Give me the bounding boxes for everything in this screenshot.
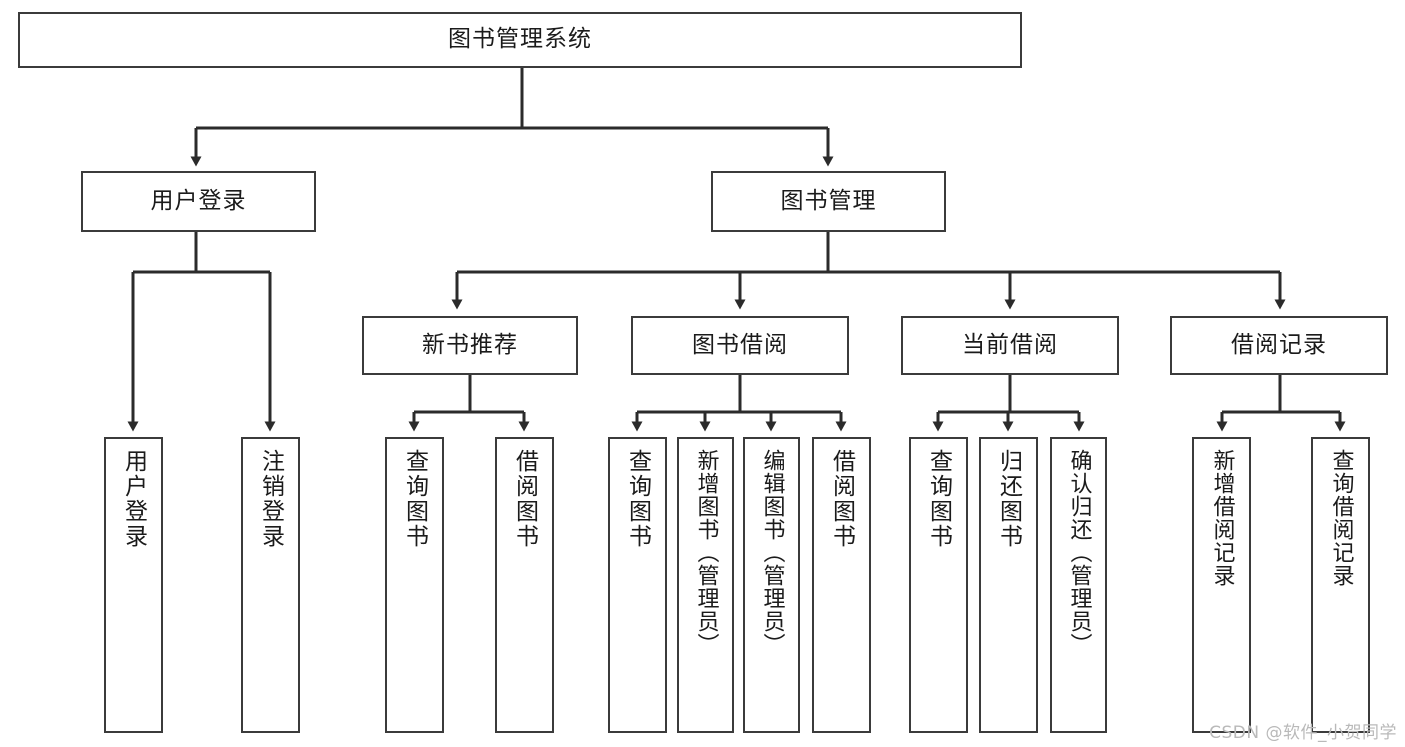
leaf-label: 查询图书 bbox=[401, 449, 428, 549]
leaf-borrow-record-add[interactable]: 新增借阅记录 bbox=[1192, 437, 1251, 733]
node-new-book-recommend-label: 新书推荐 bbox=[422, 331, 518, 358]
leaf-label: 确认归还（管理员） bbox=[1066, 449, 1092, 656]
leaf-label: 归还图书 bbox=[995, 449, 1022, 549]
leaf-label: 借阅图书 bbox=[511, 449, 538, 549]
node-book-borrow-label: 图书借阅 bbox=[692, 331, 788, 358]
node-new-book-recommend[interactable]: 新书推荐 bbox=[362, 316, 578, 375]
leaf-user-login-signin[interactable]: 用户登录 bbox=[104, 437, 163, 733]
leaf-borrow-record-query[interactable]: 查询借阅记录 bbox=[1311, 437, 1370, 733]
node-current-borrow-label: 当前借阅 bbox=[962, 331, 1058, 358]
leaf-label: 编辑图书（管理员） bbox=[759, 449, 785, 656]
node-user-login-label: 用户登录 bbox=[150, 187, 247, 214]
leaf-book-borrow-lend[interactable]: 借阅图书 bbox=[812, 437, 871, 733]
leaf-label: 借阅图书 bbox=[828, 449, 855, 549]
leaf-label: 查询借阅记录 bbox=[1328, 449, 1354, 587]
node-book-management[interactable]: 图书管理 bbox=[711, 171, 946, 232]
node-book-borrow[interactable]: 图书借阅 bbox=[631, 316, 849, 375]
leaf-label: 新增借阅记录 bbox=[1209, 449, 1235, 587]
leaf-new-book-query[interactable]: 查询图书 bbox=[385, 437, 444, 733]
leaf-label: 查询图书 bbox=[624, 449, 651, 549]
leaf-label: 注销登录 bbox=[257, 449, 284, 549]
csdn-watermark: CSDN @软件_小贺同学 bbox=[1209, 723, 1397, 743]
node-current-borrow[interactable]: 当前借阅 bbox=[901, 316, 1119, 375]
leaf-user-login-signout[interactable]: 注销登录 bbox=[241, 437, 300, 733]
leaf-label: 查询图书 bbox=[925, 449, 952, 549]
node-root-label: 图书管理系统 bbox=[448, 26, 592, 53]
leaf-current-borrow-confirm[interactable]: 确认归还（管理员） bbox=[1050, 437, 1107, 733]
leaf-label: 新增图书（管理员） bbox=[693, 449, 719, 656]
node-book-management-label: 图书管理 bbox=[780, 187, 877, 214]
leaf-current-borrow-return[interactable]: 归还图书 bbox=[979, 437, 1038, 733]
leaf-book-borrow-add[interactable]: 新增图书（管理员） bbox=[677, 437, 734, 733]
leaf-book-borrow-edit[interactable]: 编辑图书（管理员） bbox=[743, 437, 800, 733]
node-root[interactable]: 图书管理系统 bbox=[18, 12, 1022, 68]
leaf-current-borrow-query[interactable]: 查询图书 bbox=[909, 437, 968, 733]
leaf-book-borrow-query[interactable]: 查询图书 bbox=[608, 437, 667, 733]
leaf-new-book-borrow[interactable]: 借阅图书 bbox=[495, 437, 554, 733]
node-borrow-record-label: 借阅记录 bbox=[1231, 331, 1327, 358]
node-borrow-record[interactable]: 借阅记录 bbox=[1170, 316, 1388, 375]
node-user-login[interactable]: 用户登录 bbox=[81, 171, 316, 232]
leaf-label: 用户登录 bbox=[120, 449, 147, 549]
